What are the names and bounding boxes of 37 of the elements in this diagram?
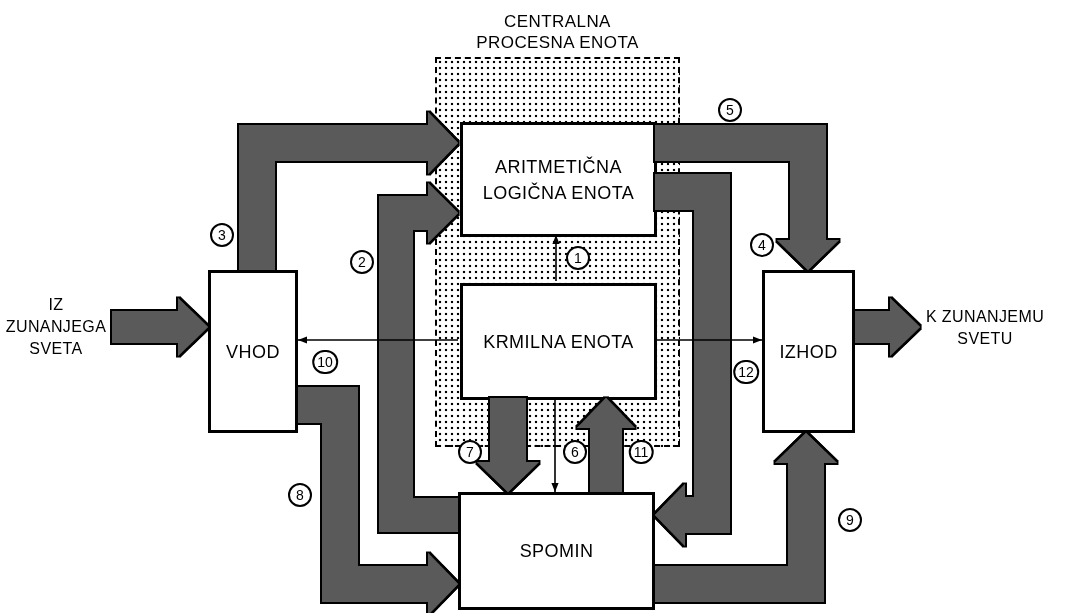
unit-box: [460, 283, 657, 400]
edge-label: 3: [210, 223, 234, 247]
unit-label: VHOD: [226, 340, 280, 364]
arrow: [551, 397, 559, 493]
arrow: [654, 336, 763, 344]
bus-arrow: [112, 298, 208, 356]
bus-arrow: [577, 398, 635, 492]
unit-box: [460, 122, 657, 237]
region-heading: CENTRALNA PROCESNA ENOTA: [475, 11, 640, 53]
edge-label: 10: [312, 350, 338, 374]
arrow: [297, 336, 459, 344]
edge-label: 8: [288, 483, 312, 507]
bus-arrow: [655, 433, 837, 602]
edge-label: 2: [350, 250, 374, 274]
unit-box: [458, 492, 655, 610]
bus-arrow: [379, 183, 458, 532]
edge-label: 6: [563, 440, 587, 464]
edge-label: 9: [838, 508, 862, 532]
bus-arrow: [655, 125, 839, 270]
bus-arrow: [655, 174, 730, 546]
edge-label: 12: [733, 360, 759, 384]
bus-arrow: [477, 398, 539, 492]
edge-label: 5: [718, 98, 742, 122]
unit-box: [762, 270, 855, 433]
edge-label: 11: [628, 440, 654, 464]
unit-label: IZHOD: [779, 340, 838, 364]
edge-label: 1: [566, 246, 590, 270]
unit-label: IZ ZUNANJEGA SVETA: [4, 295, 108, 359]
unit-label: ARITMETIČNA LOGIČNA ENOTA: [481, 155, 636, 205]
edge-label: 7: [458, 440, 482, 464]
unit-label: SPOMIN: [519, 540, 594, 563]
arrow: [552, 234, 560, 282]
unit-label: K ZUNANJEMU SVETU: [924, 307, 1046, 349]
edge-label: 4: [750, 233, 774, 257]
unit-label: KRMILNA ENOTA: [483, 330, 634, 354]
unit-box: [208, 270, 298, 433]
bus-arrow: [855, 298, 920, 356]
